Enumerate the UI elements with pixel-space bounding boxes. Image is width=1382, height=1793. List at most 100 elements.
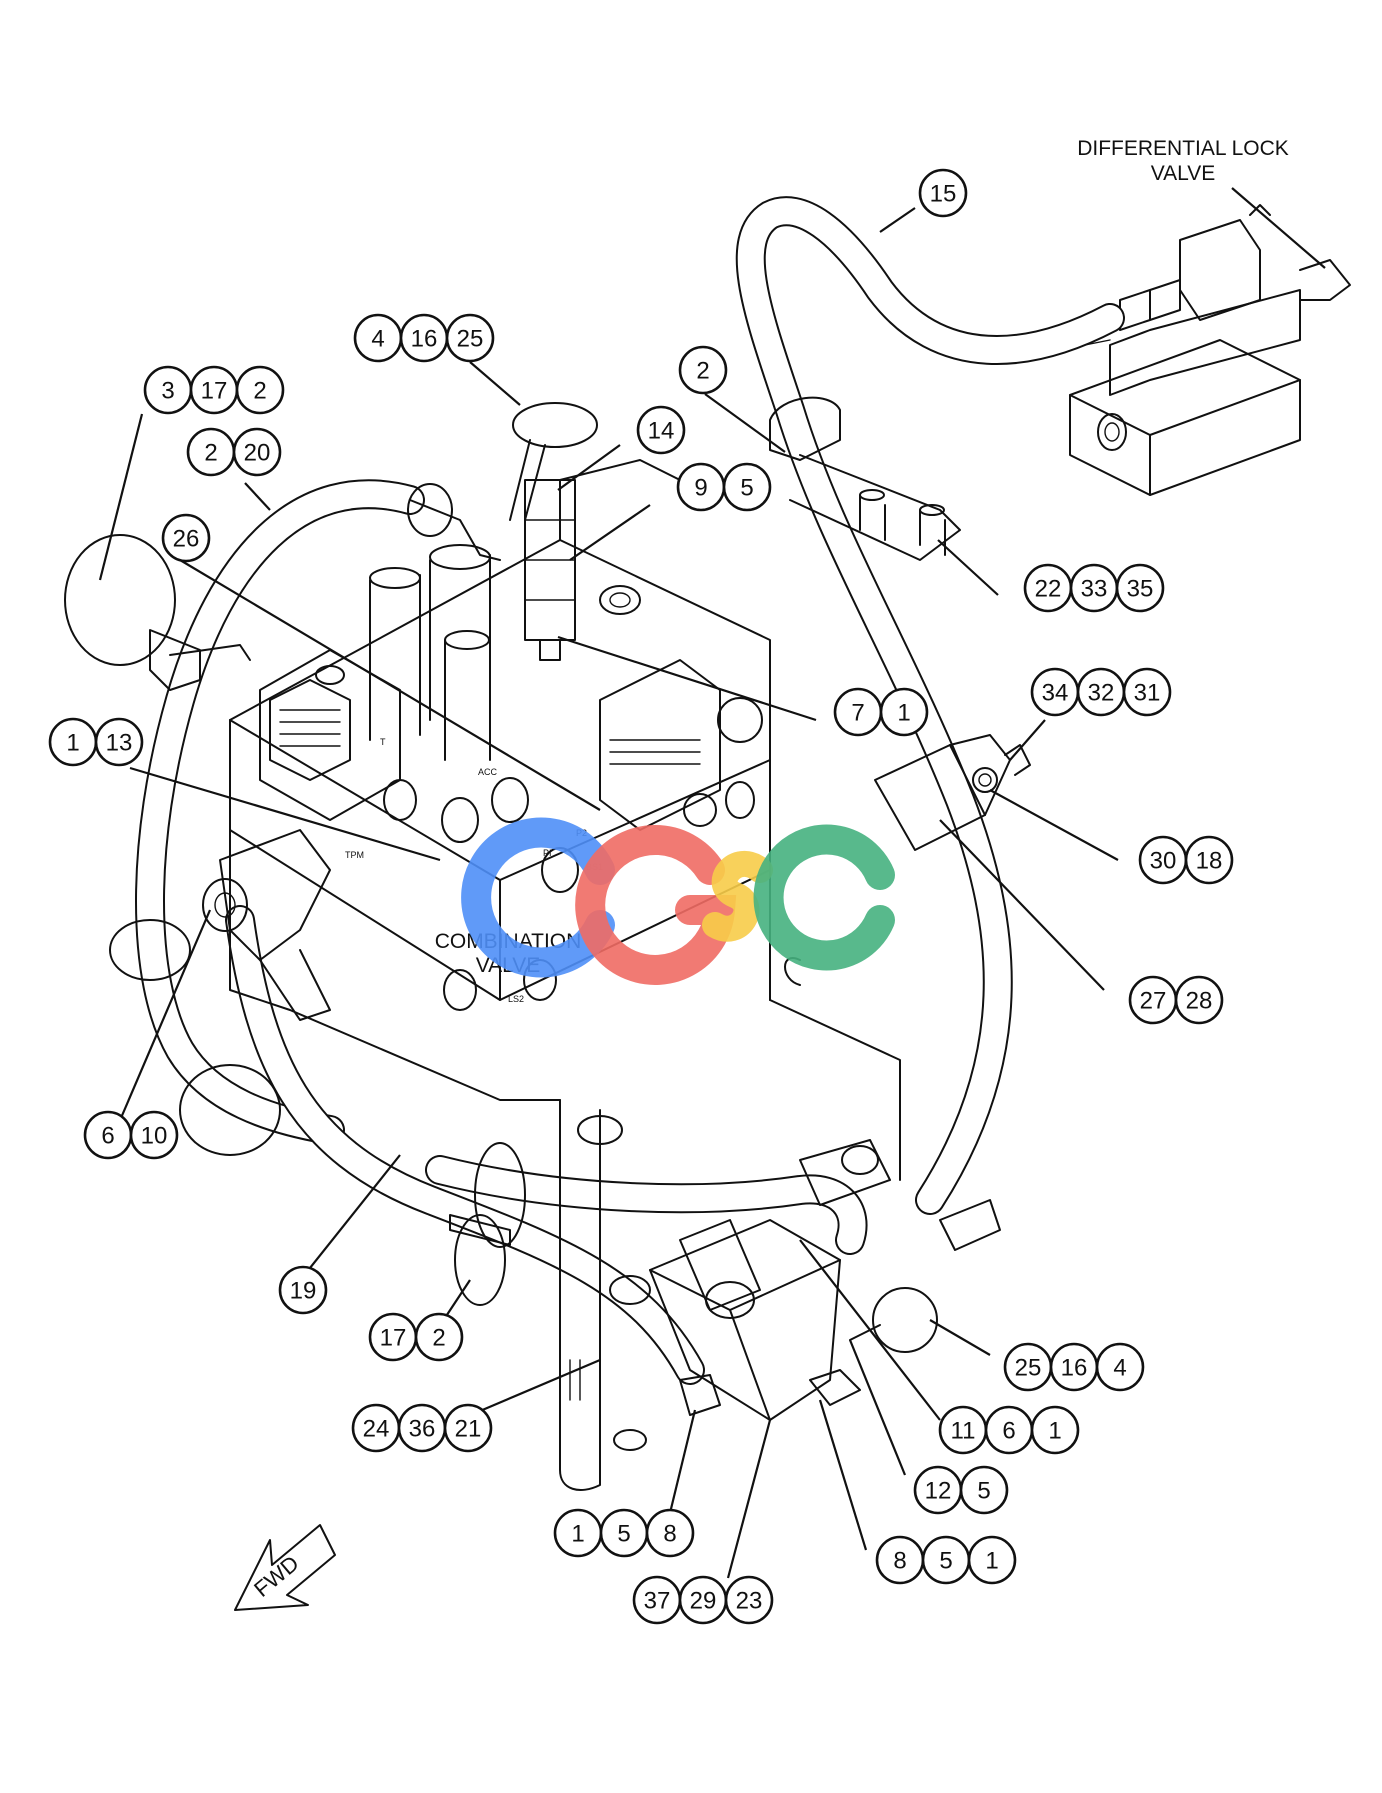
callout-bubble [129, 1110, 179, 1160]
callout-number: 33 [1081, 576, 1108, 603]
callout-group: 15 [918, 168, 968, 218]
callout-number: 2 [696, 358, 709, 385]
callout-number: 2 [253, 378, 266, 405]
elbow-fitting [202, 829, 331, 1021]
callout-number: 8 [893, 1548, 906, 1575]
callout-number: 31 [1134, 680, 1161, 707]
callout-group: 37 29 23 [632, 1575, 774, 1625]
callout-number: 5 [740, 475, 753, 502]
callout-number: 1 [897, 700, 910, 727]
callout-number: 2 [432, 1325, 445, 1352]
callout-number: 20 [244, 440, 271, 467]
callout-number: 37 [644, 1588, 671, 1615]
callout-number: 25 [457, 326, 484, 353]
callout-bubble [879, 687, 929, 737]
port-label-t: T [380, 737, 386, 747]
callout-group: 12 5 [913, 1465, 1009, 1515]
port-label-tpm: TPM [345, 850, 364, 860]
forward-direction-arrow: FWD [234, 1524, 336, 1611]
clamp-bracket [874, 734, 1031, 851]
callout-bubble [443, 1403, 493, 1453]
callout-bubble [235, 365, 285, 415]
callout-bubble [959, 1465, 1009, 1515]
differential-lock-caption-line1: DIFFERENTIAL LOCK [1077, 137, 1289, 160]
mounting-plate [229, 829, 901, 1491]
callout-number: 10 [141, 1123, 168, 1150]
leader-lines [98, 207, 1119, 1579]
callout-number: 28 [1186, 988, 1213, 1015]
callout-number: 16 [1061, 1355, 1088, 1382]
callout-group: 6 10 [83, 1110, 179, 1160]
callout-number: 32 [1088, 680, 1115, 707]
callout-group: 26 [161, 513, 211, 563]
callout-group: 2 [678, 345, 728, 395]
callout-bubble [918, 168, 968, 218]
callout-number: 36 [409, 1416, 436, 1443]
callout-number: 26 [173, 526, 200, 553]
cgsc-watermark [461, 817, 895, 985]
callout-number: 6 [101, 1123, 114, 1150]
callout-number: 22 [1035, 576, 1062, 603]
pressure-switch [407, 402, 598, 661]
callout-number: 23 [736, 1588, 763, 1615]
callout-number: 11 [951, 1418, 976, 1445]
callout-number: 17 [380, 1325, 407, 1352]
differential-lock-valve [1069, 204, 1351, 496]
differential-lock-caption-line2: VALVE [1151, 162, 1216, 185]
hydraulic-hoses [135, 196, 1125, 1385]
callout-number: 1 [66, 730, 79, 757]
callout-number: 2 [204, 440, 217, 467]
callout-bubble [722, 462, 772, 512]
callout-group: 11 6 1 [938, 1405, 1080, 1455]
callout-number: 12 [925, 1478, 952, 1505]
callout-number: 29 [690, 1588, 717, 1615]
callout-group: 27 28 [1128, 975, 1224, 1025]
hose-clamps [64, 534, 526, 1306]
callout-group: 17 2 [368, 1312, 464, 1362]
callout-number: 24 [363, 1416, 390, 1443]
callout-group: 14 [636, 405, 686, 455]
callout-group: 3 17 2 [143, 365, 285, 415]
callout-number: 5 [939, 1548, 952, 1575]
callout-bubble [161, 513, 211, 563]
callout-number: 5 [617, 1521, 630, 1548]
callout-bubble [1030, 1405, 1080, 1455]
callout-number: 13 [106, 730, 133, 757]
callout-group: 19 [278, 1265, 328, 1315]
callout-number: 3 [161, 378, 174, 405]
callout-bubble [1095, 1342, 1145, 1392]
callout-number: 1 [571, 1521, 584, 1548]
callout-bubble [967, 1535, 1017, 1585]
callout-bubble [645, 1508, 695, 1558]
callout-bubble [414, 1312, 464, 1362]
callout-number: 5 [977, 1478, 990, 1505]
callout-number: 6 [1002, 1418, 1015, 1445]
callout-bubble [1115, 563, 1165, 613]
callout-bubble [94, 717, 144, 767]
callout-number: 9 [694, 475, 707, 502]
callout-bubble [724, 1575, 774, 1625]
callout-number: 16 [411, 326, 438, 353]
port-label-pi: PI [543, 848, 552, 858]
callout-group: 34 32 31 [1030, 667, 1172, 717]
callout-number: 30 [1150, 848, 1177, 875]
callout-bubble [636, 405, 686, 455]
callout-number: 27 [1140, 988, 1167, 1015]
callout-number: 14 [648, 418, 675, 445]
callout-number: 25 [1015, 1355, 1042, 1382]
callout-number: 35 [1127, 576, 1154, 603]
callout-number: 1 [1048, 1418, 1061, 1445]
callout-number: 17 [201, 378, 228, 405]
callout-number: 19 [290, 1278, 317, 1305]
callout-number: 34 [1042, 680, 1069, 707]
port-label-acc: ACC [478, 767, 498, 777]
callout-bubble [278, 1265, 328, 1315]
